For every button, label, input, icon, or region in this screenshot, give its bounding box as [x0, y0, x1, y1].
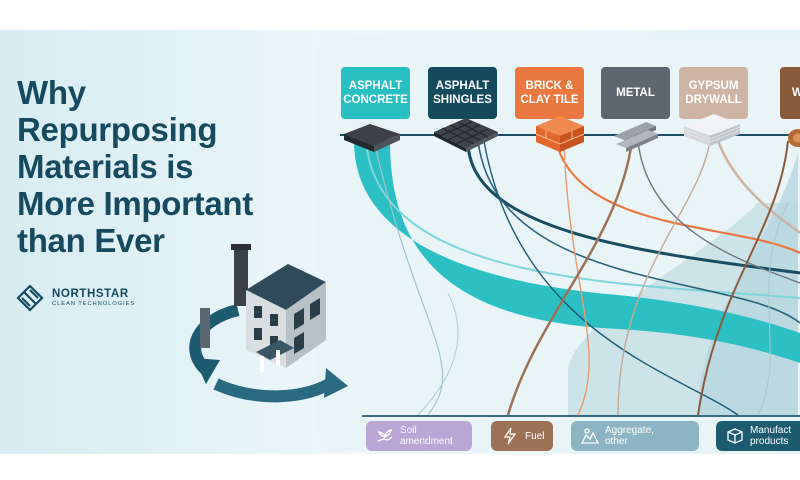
- output-aggregate: Aggregate, other: [571, 421, 699, 451]
- flow-line-14: [757, 202, 789, 416]
- output-label-soil: Soil amendment: [400, 425, 453, 447]
- flow-line-10: [617, 140, 711, 416]
- output-manufactured-products: Manufact products: [716, 421, 800, 451]
- metal-beams-icon: [614, 122, 658, 152]
- output-soil-amendment: Soil amendment: [366, 421, 472, 451]
- hand-plant-icon: [374, 425, 396, 447]
- flow-line-11: [716, 140, 800, 234]
- asphalt-concrete-icon: [344, 124, 400, 152]
- flow-line-8: [506, 140, 634, 416]
- material-asphalt-concrete: ASPHALT CONCRETE: [341, 67, 410, 119]
- rock-pile-icon: [579, 425, 601, 447]
- page-title: Why Repurposing Materials is More Import…: [17, 74, 253, 259]
- flow-line-6: [554, 140, 800, 254]
- sankey-flows: [354, 140, 800, 416]
- northstar-logo-icon: [16, 284, 44, 312]
- output-label-fuel: Fuel: [525, 430, 545, 442]
- output-label-manufactured: Manufact products: [750, 425, 792, 447]
- flow-line-12: [697, 140, 789, 416]
- drywall-icon: [683, 114, 741, 146]
- output-fuel: Fuel: [491, 421, 553, 451]
- material-brick-clay-tile: BRICK & CLAY TILE: [515, 67, 584, 119]
- flow-line-1: [365, 140, 800, 299]
- brand-name: NORTHSTAR: [52, 288, 129, 300]
- material-wood: W: [780, 67, 800, 119]
- output-label-aggregate: Aggregate, other: [605, 425, 654, 447]
- material-metal: METAL: [601, 67, 670, 119]
- output-axis-line: [362, 415, 800, 417]
- flow-line-2: [373, 140, 444, 416]
- brand-tagline: CLEAN TECHNOLOGIES: [52, 301, 136, 307]
- flow-line-9: [637, 140, 800, 284]
- flow-asphalt-concrete: [354, 141, 800, 363]
- brand-logo: NORTHSTAR CLEAN TECHNOLOGIES: [16, 284, 135, 312]
- asphalt-shingles-icon: [434, 118, 498, 152]
- recycled-house-illustration: [189, 244, 348, 403]
- flow-line-13: [417, 292, 459, 416]
- material-asphalt-shingles: ASPHALT SHINGLES: [428, 67, 497, 119]
- material-gypsum-drywall: GYPSUM DRYWALL: [679, 67, 748, 119]
- box-icon: [724, 425, 746, 447]
- wood-icon: [788, 129, 800, 147]
- brick-icon: [535, 116, 585, 152]
- recycle-arrow-bottom: [213, 374, 340, 403]
- flow-line-5: [483, 140, 739, 416]
- flow-line-7: [563, 140, 590, 416]
- flow-line-3: [466, 140, 800, 275]
- lightning-icon: [499, 425, 521, 447]
